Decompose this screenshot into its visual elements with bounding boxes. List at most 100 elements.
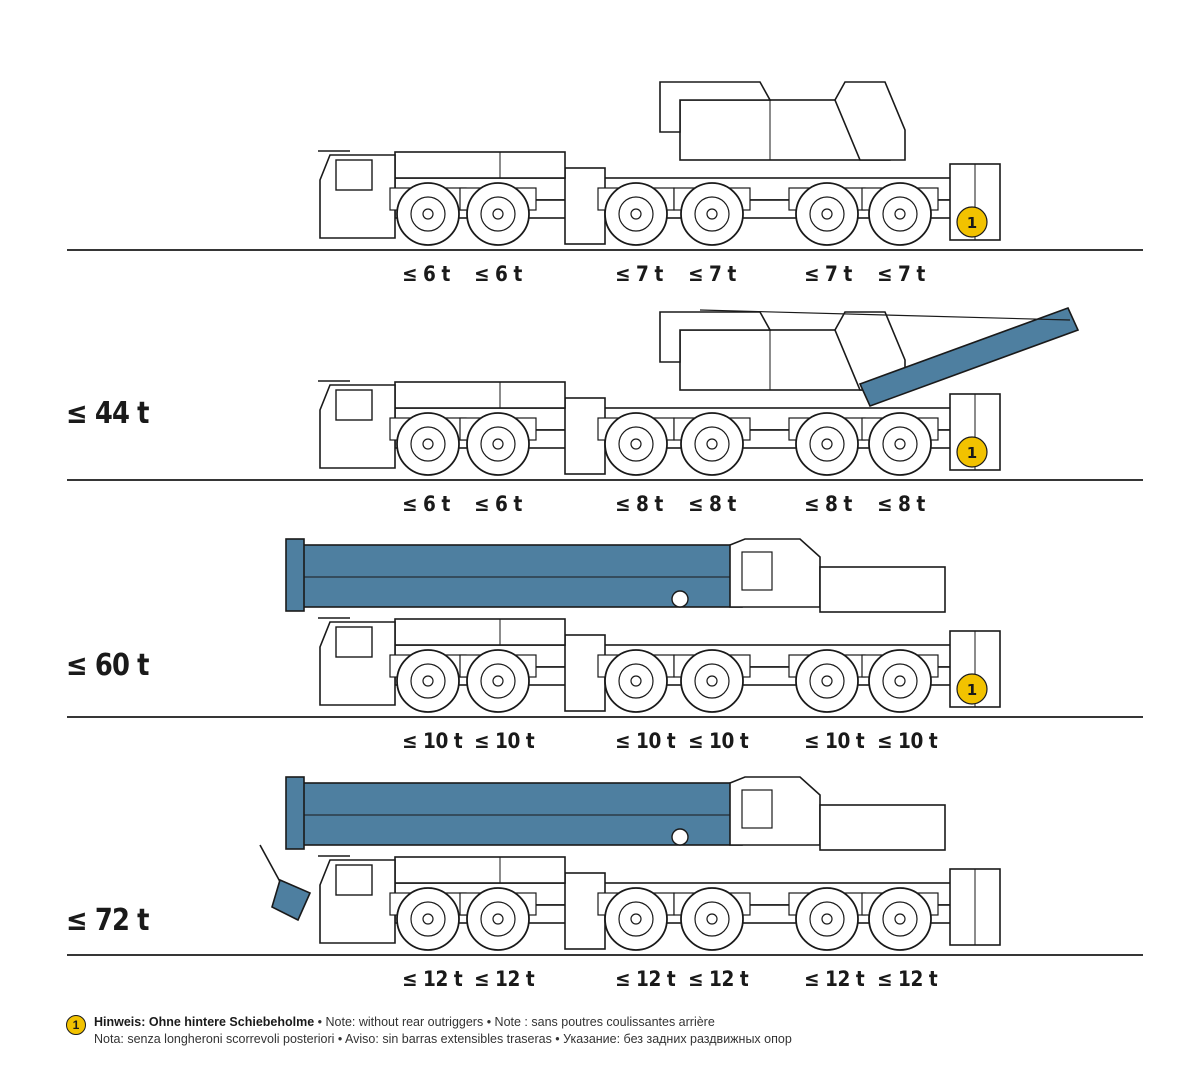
raised-boom bbox=[858, 306, 1080, 408]
wheel-rim bbox=[410, 426, 446, 462]
axle-load-label: ≤ 7 t bbox=[688, 262, 736, 286]
axle-load-label: ≤ 10 t bbox=[615, 729, 676, 753]
boom-head bbox=[285, 776, 305, 850]
wheel-rim bbox=[694, 663, 730, 699]
wheel-rim bbox=[809, 196, 845, 232]
note-marker-badge: 1 bbox=[66, 1015, 86, 1035]
wheel-rim bbox=[410, 901, 446, 937]
wheel-rim bbox=[694, 901, 730, 937]
wheel bbox=[466, 887, 530, 951]
counterweight bbox=[659, 81, 772, 133]
deck-housing bbox=[394, 381, 566, 409]
wheel-hub bbox=[422, 675, 434, 687]
total-weight-label: ≤ 44 t bbox=[66, 396, 150, 431]
wheel bbox=[604, 182, 668, 246]
wheel bbox=[795, 649, 859, 713]
axle-load-label: ≤ 12 t bbox=[877, 967, 938, 991]
operator-cab bbox=[834, 81, 906, 161]
wheel bbox=[604, 887, 668, 951]
wheel-rim bbox=[882, 901, 918, 937]
superstructure-body bbox=[819, 804, 946, 851]
wheel-hub bbox=[630, 208, 642, 220]
axle-load-label: ≤ 6 t bbox=[474, 492, 522, 516]
axle-load-label: ≤ 12 t bbox=[804, 967, 865, 991]
note-marker-number: 1 bbox=[967, 444, 977, 462]
cab-window bbox=[741, 551, 773, 591]
note-marker-circle bbox=[956, 673, 988, 705]
wheel-rim bbox=[410, 663, 446, 699]
axle-load-label: ≤ 7 t bbox=[877, 262, 925, 286]
axle-load-label: ≤ 7 t bbox=[615, 262, 663, 286]
wheel bbox=[396, 182, 460, 246]
deck-housing bbox=[394, 151, 566, 179]
note-marker-number: 1 bbox=[967, 681, 977, 699]
axle-load-label: ≤ 12 t bbox=[615, 967, 676, 991]
wheel bbox=[396, 649, 460, 713]
axle-load-label: ≤ 8 t bbox=[804, 492, 852, 516]
wheel-rim bbox=[882, 426, 918, 462]
wheel-rim bbox=[694, 196, 730, 232]
axle-load-label: ≤ 10 t bbox=[804, 729, 865, 753]
wheel-hub bbox=[492, 675, 504, 687]
total-weight-label: ≤ 60 t bbox=[66, 648, 150, 683]
cab-window bbox=[741, 789, 773, 829]
cab-window bbox=[335, 389, 373, 421]
axle-load-label: ≤ 8 t bbox=[877, 492, 925, 516]
wheel-hub bbox=[706, 675, 718, 687]
wheel bbox=[396, 887, 460, 951]
wheel-hub bbox=[492, 913, 504, 925]
telescopic-boom bbox=[291, 544, 743, 608]
wheel-hub bbox=[492, 438, 504, 450]
wheel-rim bbox=[480, 901, 516, 937]
wheel-rim bbox=[618, 196, 654, 232]
wheel-rim bbox=[410, 196, 446, 232]
wheel bbox=[868, 412, 932, 476]
boom-pivot bbox=[671, 828, 689, 846]
deck-housing bbox=[394, 618, 566, 646]
wheel-hub bbox=[630, 675, 642, 687]
wheel-hub bbox=[894, 208, 906, 220]
axle-load-label: ≤ 10 t bbox=[877, 729, 938, 753]
wheel bbox=[466, 649, 530, 713]
wheel-rim bbox=[618, 426, 654, 462]
wheel-rim bbox=[809, 901, 845, 937]
wheel-rim bbox=[618, 663, 654, 699]
wheel-hub bbox=[422, 913, 434, 925]
wheel bbox=[680, 182, 744, 246]
axle-load-label: ≤ 10 t bbox=[688, 729, 749, 753]
deck-housing bbox=[394, 856, 566, 884]
wheel-hub bbox=[630, 438, 642, 450]
note-marker-circle bbox=[956, 206, 988, 238]
boom-cable bbox=[699, 309, 1071, 321]
cab-window bbox=[335, 864, 373, 896]
wheel bbox=[680, 412, 744, 476]
wheel-rim bbox=[809, 663, 845, 699]
axle-load-label: ≤ 10 t bbox=[474, 729, 535, 753]
wheel bbox=[604, 649, 668, 713]
wheel bbox=[795, 887, 859, 951]
wheel-hub bbox=[821, 208, 833, 220]
wheel bbox=[795, 412, 859, 476]
wheel-hub bbox=[706, 913, 718, 925]
wheel bbox=[604, 412, 668, 476]
wheel-hub bbox=[894, 675, 906, 687]
operator-cab bbox=[834, 311, 906, 391]
axle-load-label: ≤ 8 t bbox=[688, 492, 736, 516]
wheel bbox=[680, 887, 744, 951]
wheel-hub bbox=[821, 675, 833, 687]
hook-block bbox=[271, 878, 312, 922]
wheel-hub bbox=[894, 438, 906, 450]
axle-load-label: ≤ 12 t bbox=[402, 967, 463, 991]
superstructure-body bbox=[819, 566, 946, 613]
wheel-rim bbox=[480, 663, 516, 699]
boom-pivot bbox=[671, 590, 689, 608]
axle-load-label: ≤ 8 t bbox=[615, 492, 663, 516]
wheel-hub bbox=[821, 913, 833, 925]
wheel bbox=[868, 649, 932, 713]
note-heading: Hinweis: Ohne hintere Schiebeholme bbox=[94, 1015, 315, 1029]
wheel-hub bbox=[706, 208, 718, 220]
wheel-rim bbox=[882, 196, 918, 232]
wheel-rim bbox=[480, 426, 516, 462]
axle-load-label: ≤ 6 t bbox=[402, 492, 450, 516]
